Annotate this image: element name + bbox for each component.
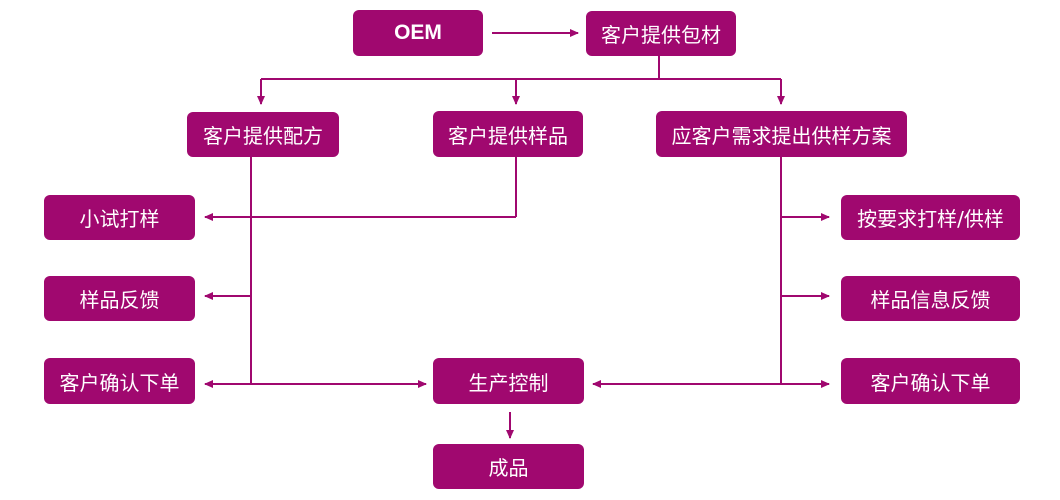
node-finished-product: 成品 [433, 444, 584, 489]
node-confirm-order-right: 客户确认下单 [841, 358, 1020, 404]
node-sample-plan: 应客户需求提出供样方案 [656, 111, 907, 157]
node-sample-info-feedback: 样品信息反馈 [841, 276, 1020, 321]
node-sample-feedback: 样品反馈 [44, 276, 195, 321]
node-production-control: 生产控制 [433, 358, 584, 404]
node-confirm-order-left: 客户确认下单 [44, 358, 195, 404]
node-oem: OEM [353, 10, 483, 56]
node-customer-sample: 客户提供样品 [433, 111, 583, 157]
node-customer-formula: 客户提供配方 [187, 112, 339, 157]
node-customer-packaging: 客户提供包材 [586, 11, 736, 56]
node-make-sample: 按要求打样/供样 [841, 195, 1020, 240]
node-trial-sample: 小试打样 [44, 195, 195, 240]
